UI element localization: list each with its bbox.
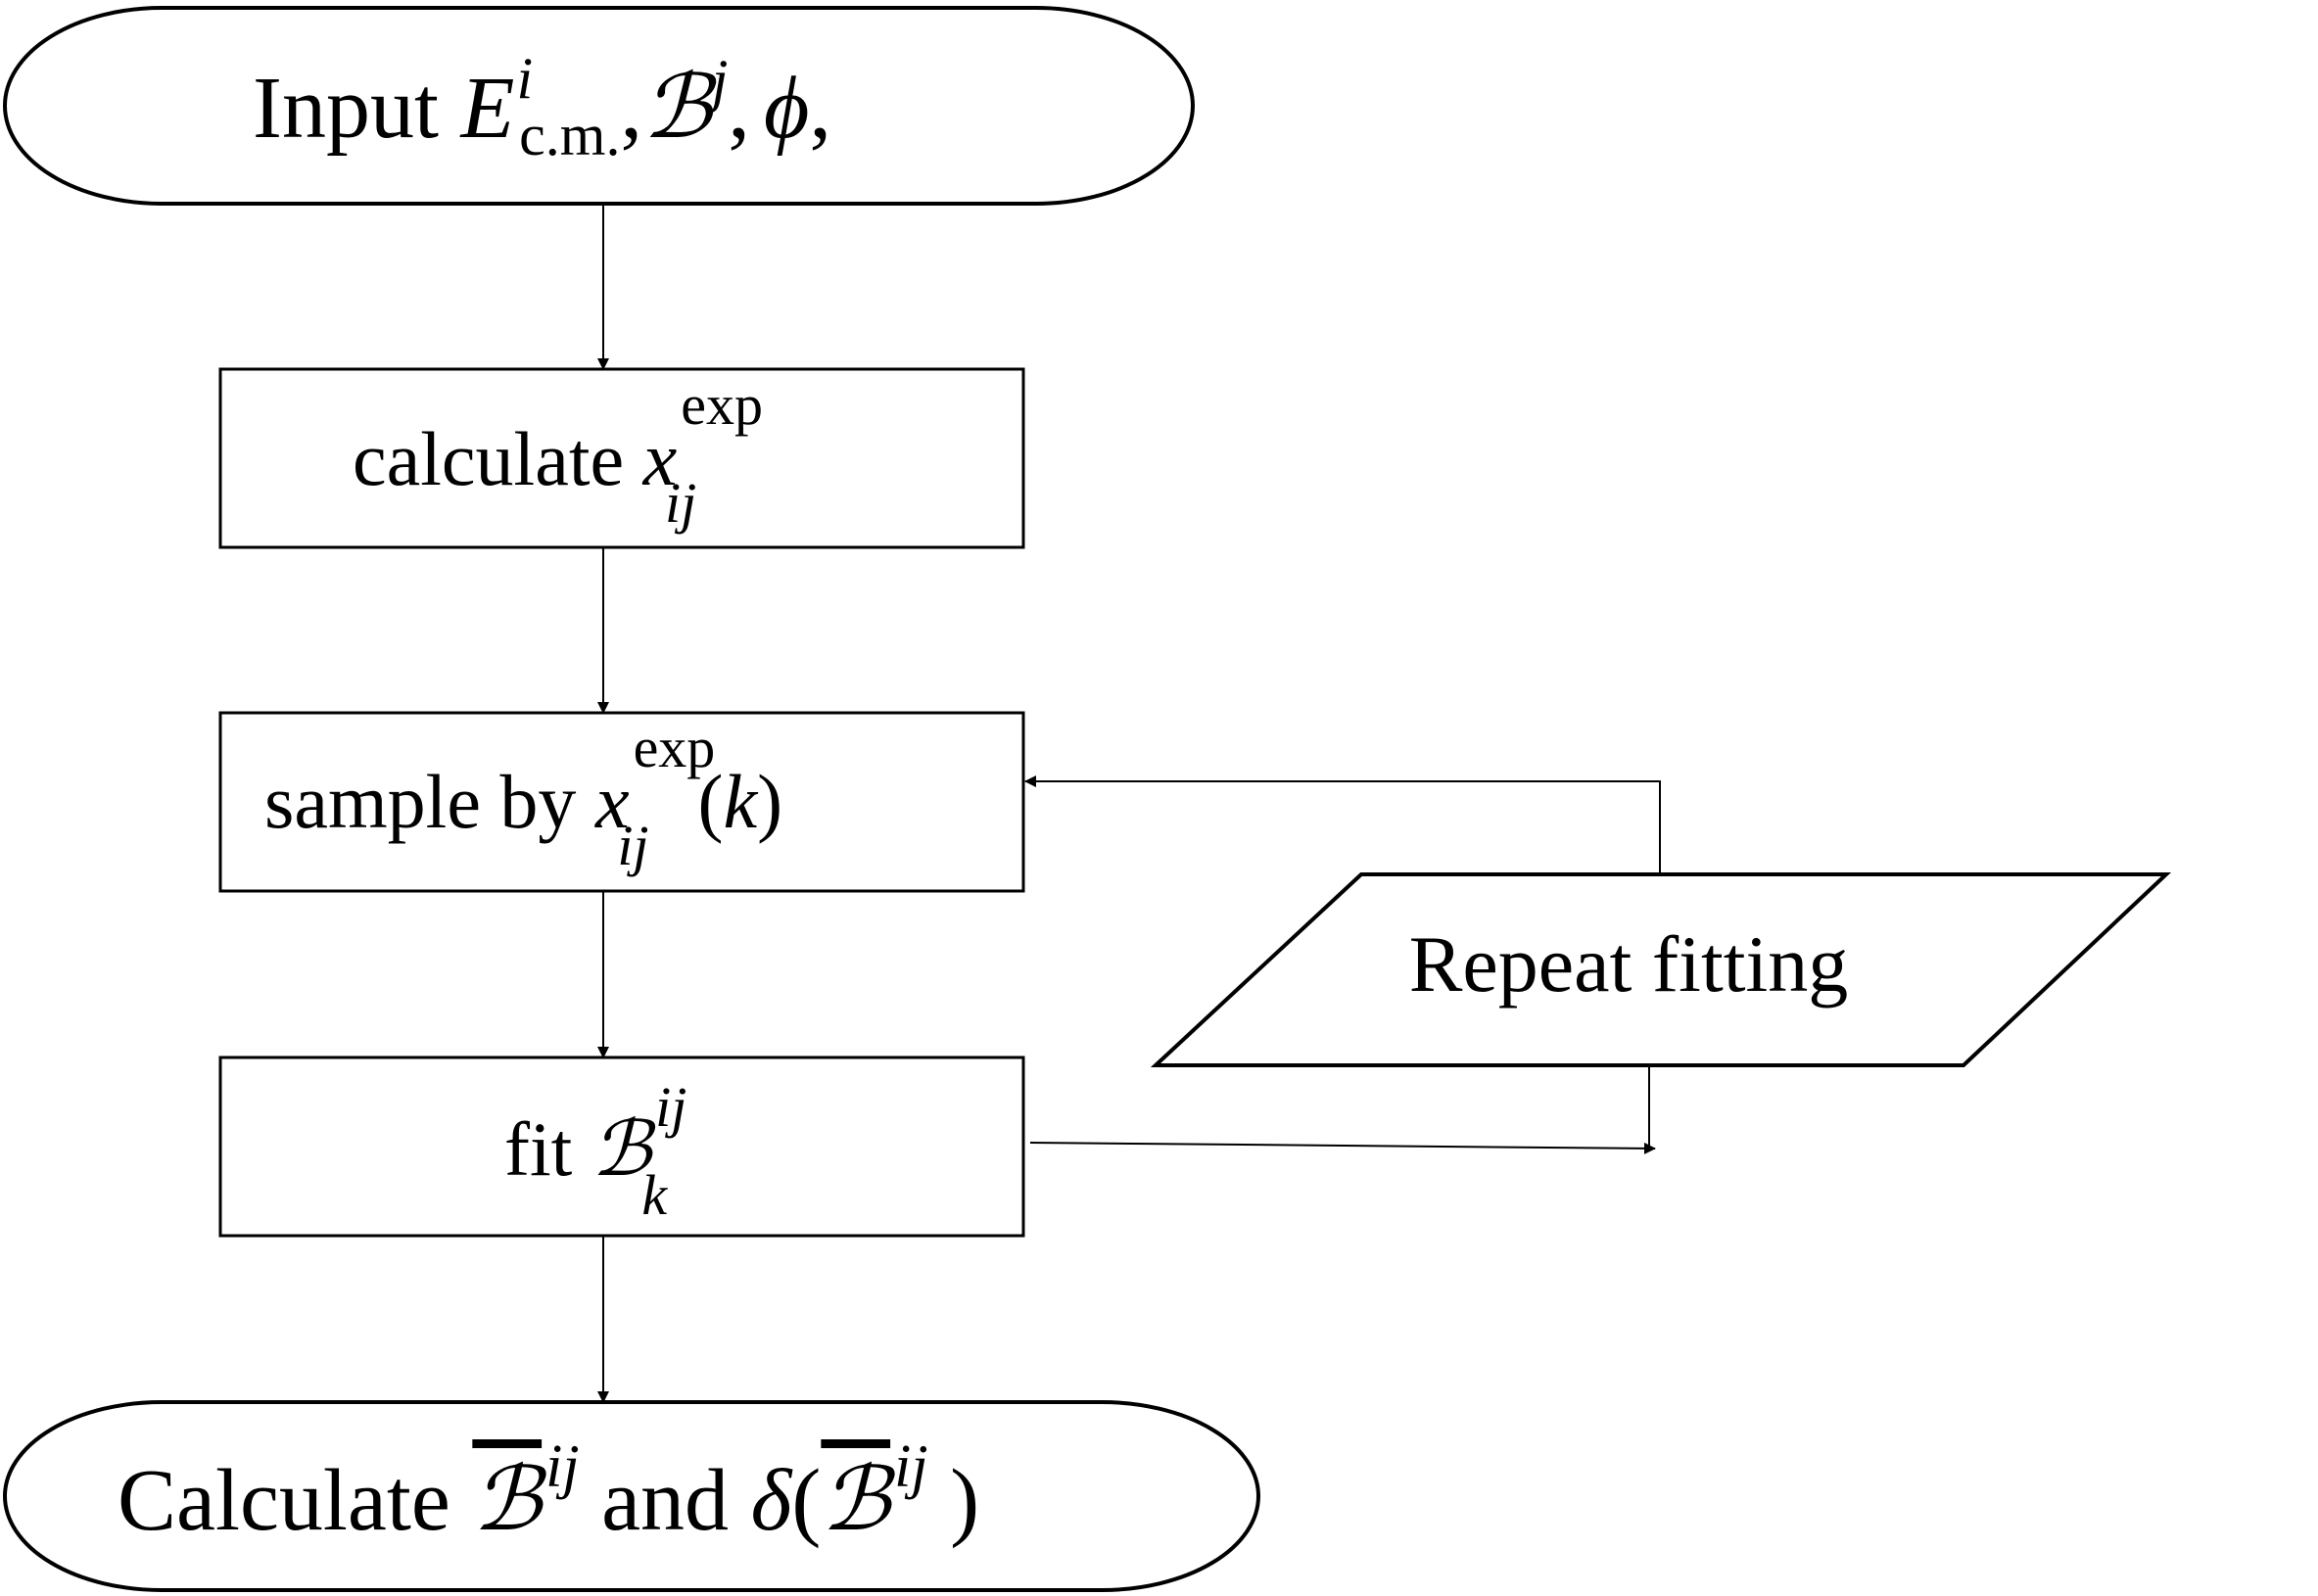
output-label: Calculate ℬij and δ(ℬij ) <box>118 1433 979 1551</box>
edge-fit-to-repeat <box>1029 1142 1656 1154</box>
output-terminal-shape <box>3 1400 1260 1592</box>
edge-repeat-to-sample <box>1024 775 1661 874</box>
input-terminal-shape <box>3 6 1195 206</box>
calculate-x-process-box <box>218 367 1025 549</box>
repeat-fitting-parallelogram <box>1150 872 2172 1067</box>
sample-process-box <box>218 711 1025 893</box>
repeat-fitting-label: Repeat fitting <box>1409 919 1849 1009</box>
fit-process-box <box>218 1056 1025 1238</box>
